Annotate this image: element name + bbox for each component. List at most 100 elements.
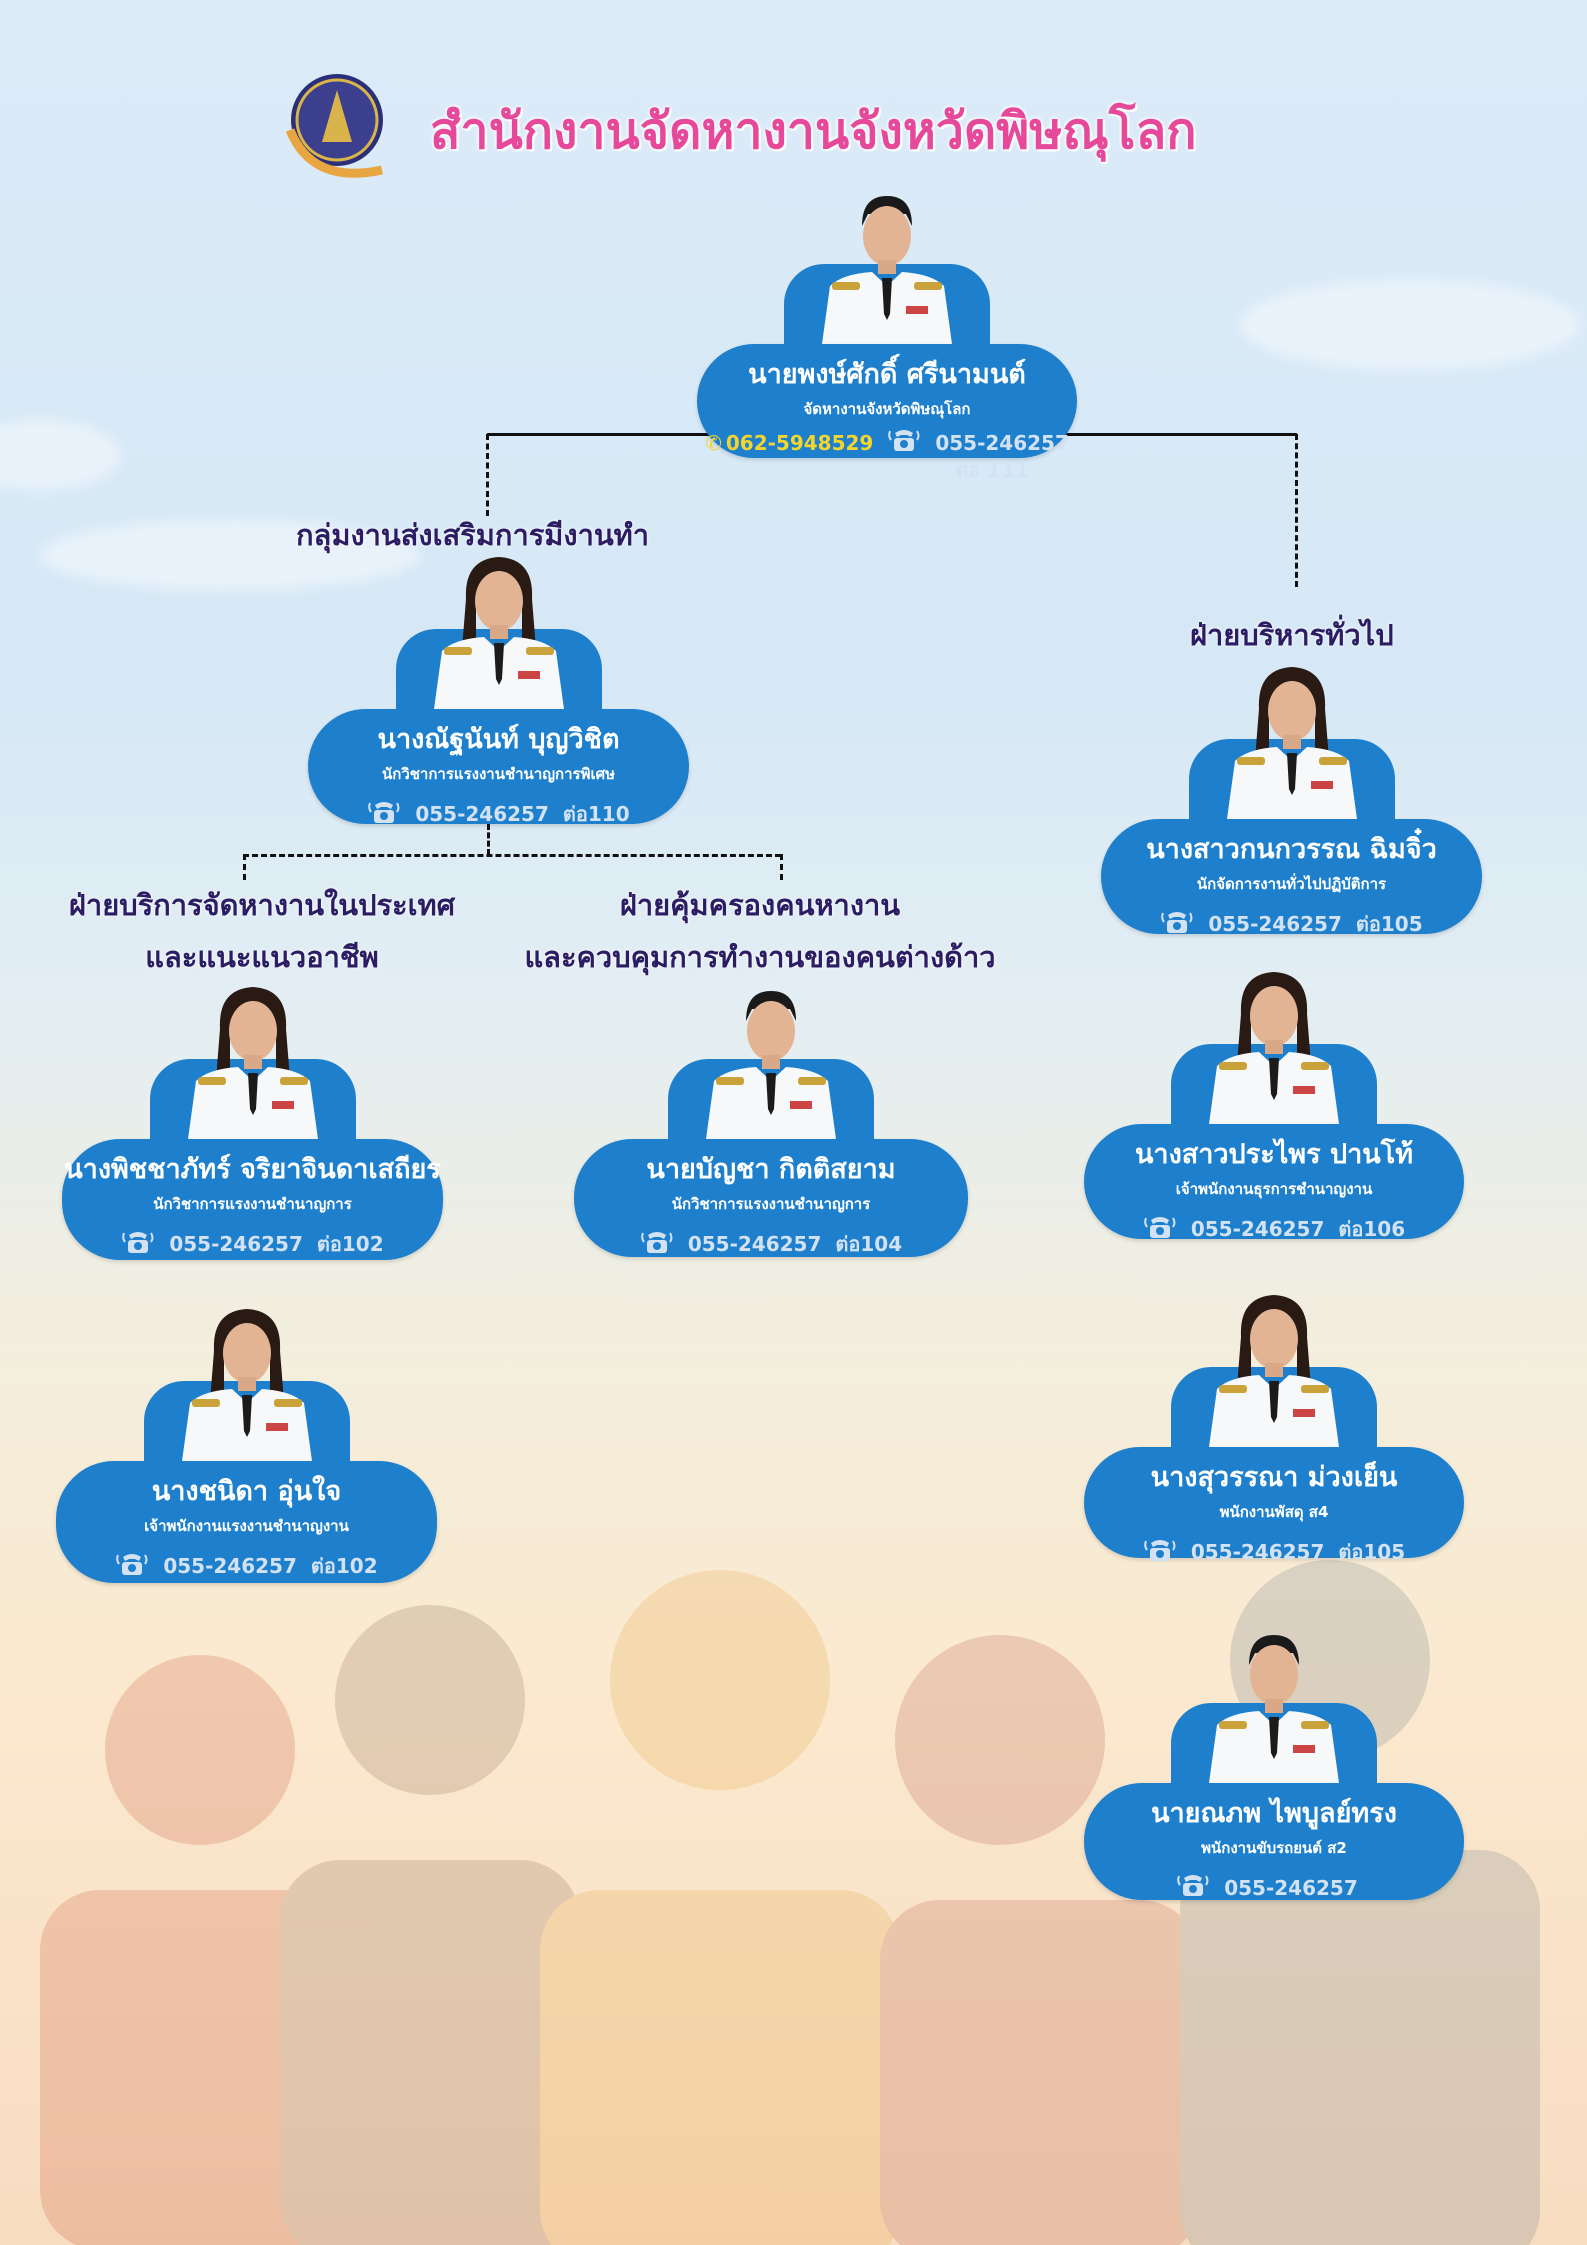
department-logo: [285, 74, 383, 178]
connector-line: [780, 854, 783, 880]
phone-row: 055-246257 ต่อ102: [62, 1228, 443, 1260]
staff-photo: [802, 174, 972, 344]
heading-line: ฝ่ายคุ้มครองคนหางาน: [619, 888, 901, 922]
staff-info-card: นางพิชชาภัทร์ จริยาจินดาเสถียร นักวิชากา…: [62, 1139, 443, 1260]
staff-info-card: นายบัญชา กิตติสยาม นักวิชาการแรงงานชำนาญ…: [574, 1139, 968, 1257]
heading-line: และควบคุมการทำงานของคนต่างด้าว: [524, 940, 996, 974]
staff-photo: [168, 969, 338, 1139]
phone-extension: ต่อ105: [1338, 1540, 1406, 1564]
staff-name: นางสุวรรณา ม่วงเย็น: [1150, 1462, 1398, 1493]
phone-row: 055-246257 ต่อ104: [574, 1228, 968, 1260]
phone-number: 055-246257: [1190, 1217, 1325, 1241]
phone-number: 055-246257: [1224, 1875, 1358, 1900]
staff-info-card: นางชนิดา อุ่นใจ เจ้าพนักงานแรงงานชำนาญงา…: [56, 1461, 437, 1583]
phone-number: 055-246257: [163, 1554, 297, 1578]
staff-photo: [1207, 649, 1377, 819]
staff-name: นายณภพ ไพบูลย์ทรง: [1151, 1798, 1397, 1829]
phone-number: 055-246257: [169, 1232, 303, 1256]
section-heading-promotion: กลุ่มงานส่งเสริมการมีงานทำ: [296, 518, 650, 552]
connector-line: [1295, 434, 1298, 587]
cloud-decoration: [40, 520, 420, 590]
staff-position: พนักงานพัสดุ ส4: [1219, 1503, 1329, 1521]
staff-photo: [686, 969, 856, 1139]
heading-line: ฝ่ายบริการจัดหางานในประเทศ: [68, 888, 456, 922]
staff-name: นางชนิดา อุ่นใจ: [151, 1476, 342, 1507]
staff-position: นักวิชาการแรงงานชำนาญการ: [671, 1195, 871, 1213]
mobile-phone: ✆062-5948529: [705, 431, 873, 455]
phone-extension: ต่อ110: [562, 802, 630, 826]
phone-row: 055-246257 ต่อ110: [308, 798, 689, 830]
staff-card: นายพงษ์ศักดิ์ ศรีนามนต์ จัดหางานจังหวัดพ…: [697, 194, 1077, 482]
staff-position: พนักงานขับรถยนต์ ส2: [1201, 1839, 1347, 1857]
staff-name: นางสาวกนกวรรณ ฉิมจิ๋ว: [1146, 834, 1437, 865]
staff-photo: [1189, 1613, 1359, 1783]
staff-photo: [1189, 954, 1359, 1124]
phone-extension: ต่อ105: [1355, 912, 1423, 936]
staff-name: นางพิชชาภัทร์ จริยาจินดาเสถียร: [64, 1154, 441, 1185]
staff-card: นางสาวกนกวรรณ ฉิมจิ๋ว นักจัดการงานทั่วไป…: [1101, 667, 1482, 936]
mobile-number: 062-5948529: [725, 430, 874, 455]
phone-extension: ต่อ102: [310, 1554, 378, 1578]
staff-info-card: นางสุวรรณา ม่วงเย็น พนักงานพัสดุ ส4 055-…: [1084, 1447, 1464, 1564]
staff-position: นักวิชาการแรงงานชำนาญการ: [153, 1195, 352, 1213]
staff-position: จัดหางานจังหวัดพิษณุโลก: [803, 400, 971, 418]
telephone-icon: [1143, 1537, 1177, 1568]
phone-number: 055-246257: [415, 802, 549, 826]
connector-line: [243, 854, 246, 880]
phone-number: 055-246257: [935, 430, 1069, 455]
section-heading-domestic: ฝ่ายบริการจัดหางานในประเทศ และแนะแนวอาชี…: [69, 882, 455, 980]
staff-name: นางสาวประไพร ปานโท้: [1134, 1139, 1414, 1170]
phone-row: 055-246257 ต่อ105: [1084, 1536, 1464, 1568]
phone-extension: ต่อ 111: [955, 458, 1029, 482]
cloud-decoration: [0, 420, 120, 490]
page-title: สำนักงานจัดหางานจังหวัดพิษณุโลก: [430, 102, 1197, 160]
staff-photo: [414, 539, 584, 709]
cloud-decoration: [1240, 280, 1580, 370]
connector-line: [486, 434, 489, 516]
heading-line: และแนะแนวอาชีพ: [145, 940, 379, 974]
staff-photo: [1189, 1277, 1359, 1447]
phone-number: 055-246257: [687, 1232, 822, 1256]
staff-info-card: นายณภพ ไพบูลย์ทรง พนักงานขับรถยนต์ ส2 05…: [1084, 1783, 1464, 1900]
phone-row: 055-246257 ต่อ105: [1101, 908, 1482, 940]
telephone-icon: [115, 1551, 149, 1582]
staff-info-card: นางณัฐนันท์ บุญวิชิต นักวิชาการแรงงานชำน…: [308, 709, 689, 826]
phone-row: ✆062-5948529 055-246257: [697, 427, 1077, 458]
staff-info-card: นางสาวประไพร ปานโท้ เจ้าพนักงานธุรการชำน…: [1084, 1124, 1464, 1241]
phone-row: 055-246257: [1084, 1872, 1464, 1903]
mobile-phone-icon: ✆: [705, 430, 722, 455]
staff-card: นายบัญชา กิตติสยาม นักวิชาการแรงงานชำนาญ…: [574, 989, 968, 1257]
telephone-icon: [367, 799, 401, 830]
telephone-icon: [887, 427, 921, 458]
staff-info-card: นายพงษ์ศักดิ์ ศรีนามนต์ จัดหางานจังหวัดพ…: [697, 344, 1077, 482]
telephone-icon: [1160, 909, 1194, 940]
staff-card: นางชนิดา อุ่นใจ เจ้าพนักงานแรงงานชำนาญงา…: [56, 1309, 437, 1583]
staff-name: นายบัญชา กิตติสยาม: [646, 1154, 896, 1185]
staff-name: นางณัฐนันท์ บุญวิชิต: [377, 724, 620, 755]
phone-extension: ต่อ104: [835, 1232, 903, 1256]
staff-card: นางสุวรรณา ม่วงเย็น พนักงานพัสดุ ส4 055-…: [1084, 1295, 1464, 1564]
phone-extension: ต่อ106: [1338, 1217, 1406, 1241]
phone-number: 055-246257: [1190, 1540, 1325, 1564]
staff-position: เจ้าพนักงานแรงงานชำนาญงาน: [144, 1517, 349, 1535]
staff-card: นางณัฐนันท์ บุญวิชิต นักวิชาการแรงงานชำน…: [308, 557, 689, 826]
connector-line: [487, 824, 490, 855]
phone-row: 055-246257 ต่อ106: [1084, 1213, 1464, 1245]
staff-position: นักจัดการงานทั่วไปปฏิบัติการ: [1196, 875, 1387, 893]
staff-card: นางพิชชาภัทร์ จริยาจินดาเสถียร นักวิชากา…: [62, 987, 443, 1260]
phone-extension: ต่อ102: [316, 1232, 384, 1256]
staff-position: นักวิชาการแรงงานชำนาญการพิเศษ: [381, 765, 616, 783]
staff-card: นายณภพ ไพบูลย์ทรง พนักงานขับรถยนต์ ส2 05…: [1084, 1633, 1464, 1900]
section-heading-protection: ฝ่ายคุ้มครองคนหางาน และควบคุมการทำงานของ…: [524, 882, 995, 980]
telephone-icon: [1176, 1872, 1210, 1903]
telephone-icon: [121, 1229, 155, 1260]
staff-info-card: นางสาวกนกวรรณ ฉิมจิ๋ว นักจัดการงานทั่วไป…: [1101, 819, 1482, 936]
staff-name: นายพงษ์ศักดิ์ ศรีนามนต์: [748, 359, 1026, 390]
section-heading-admin: ฝ่ายบริหารทั่วไป: [1190, 618, 1394, 652]
telephone-icon: [1143, 1214, 1177, 1245]
phone-number: 055-246257: [1208, 912, 1342, 936]
phone-row: 055-246257 ต่อ102: [56, 1550, 437, 1582]
telephone-icon: [640, 1229, 674, 1260]
staff-position: เจ้าพนักงานธุรการชำนาญงาน: [1175, 1180, 1373, 1198]
staff-card: นางสาวประไพร ปานโท้ เจ้าพนักงานธุรการชำน…: [1084, 972, 1464, 1241]
